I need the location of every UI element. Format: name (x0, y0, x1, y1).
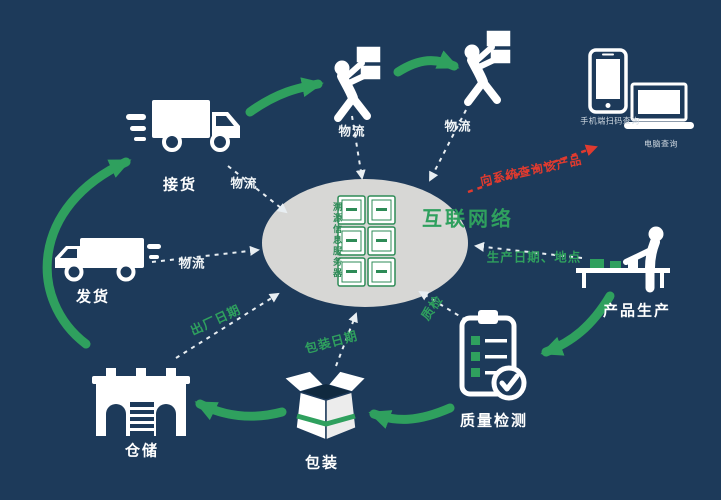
link-receive-to-server (227, 165, 288, 214)
node-label-receive: 接货 (162, 175, 198, 194)
warehouse-icon (92, 368, 190, 436)
arrow-ship-to-receive (42, 157, 132, 349)
node-label-production: 产品生产 (602, 301, 672, 320)
node-label-warehouse: 仓储 (124, 441, 160, 460)
network-label: 互联网络 (422, 206, 514, 231)
link-carrier1-to-server (351, 115, 366, 180)
node-label-ship: 发货 (75, 287, 111, 306)
arrow-receive-to-carrier1 (245, 77, 324, 117)
arrow-production-to-quality (540, 291, 615, 357)
edge-label-production-info: 生产日期、地点 (486, 249, 582, 265)
link-packaging-to-server (335, 312, 358, 367)
truck-ship-icon (55, 238, 161, 282)
open-box-icon (282, 370, 368, 442)
laptop-icon (624, 82, 694, 129)
smartphone-icon (588, 48, 628, 114)
truck-receive-icon (126, 100, 240, 152)
edge-label-logistics-receive: 物流 (230, 175, 258, 191)
server-label: 溯源信息服务器 (331, 202, 341, 279)
carrier-person2-icon (464, 29, 512, 106)
carrier-person1-icon (334, 45, 382, 122)
edge-label-logistics-carrier1: 物流 (338, 123, 366, 139)
laptop-caption: 电脑查询 (644, 139, 678, 149)
edge-label-logistics-carrier2: 物流 (444, 118, 472, 134)
arrow-carrier1-to-carrier2 (393, 50, 460, 77)
cycle-arrows (42, 50, 615, 429)
quality-clipboard-icon (459, 310, 527, 401)
link-query-to-devices (467, 144, 598, 194)
phone-caption: 手机端扫码查询 (580, 116, 640, 126)
link-warehouse-to-server (175, 292, 280, 359)
server-icon (337, 195, 396, 287)
production-worker-icon (576, 226, 670, 293)
link-carrier2-to-server (429, 109, 467, 182)
arrow-quality-to-packaging (368, 403, 455, 429)
data-links (151, 109, 583, 367)
node-label-packaging: 包装 (304, 453, 340, 472)
node-label-quality: 质量检测 (459, 411, 529, 430)
edge-label-logistics-ship: 物流 (178, 255, 206, 271)
arrow-packaging-to-warehouse (194, 399, 287, 421)
